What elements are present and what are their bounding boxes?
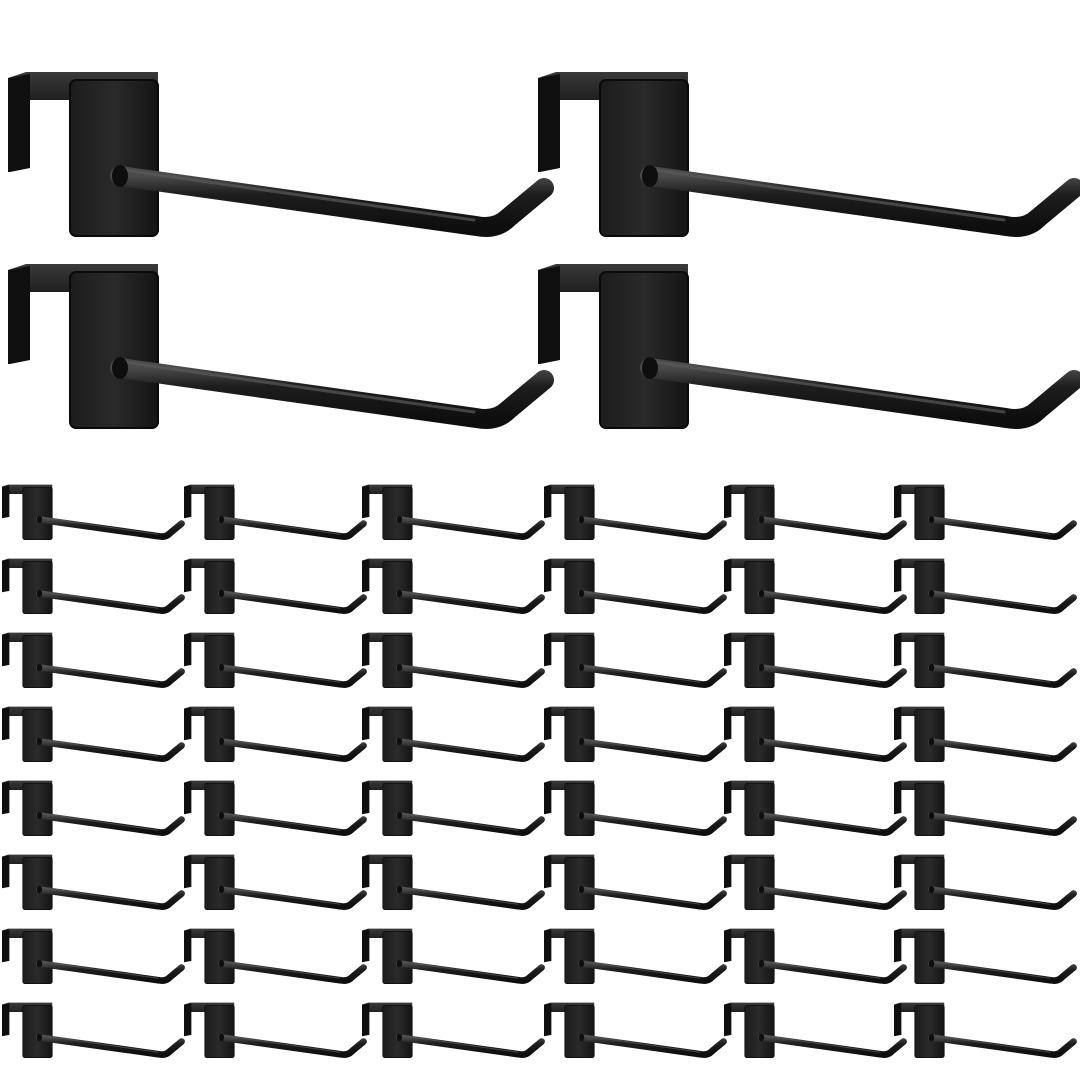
- small-hook: [184, 855, 364, 910]
- small-hook: [544, 855, 724, 910]
- small-hook: [894, 929, 1074, 984]
- small-hook: [724, 559, 904, 614]
- small-hook: [362, 929, 542, 984]
- small-hook: [362, 485, 542, 540]
- small-hook: [724, 929, 904, 984]
- small-hook: [2, 707, 182, 762]
- small-hook: [362, 855, 542, 910]
- small-hook: [724, 485, 904, 540]
- small-hook: [544, 559, 724, 614]
- large-hook: [538, 264, 1074, 428]
- small-hook: [894, 1003, 1074, 1058]
- large-hook: [8, 72, 544, 236]
- small-hook: [362, 707, 542, 762]
- small-hook: [184, 707, 364, 762]
- small-hook: [724, 707, 904, 762]
- small-hook: [184, 485, 364, 540]
- small-hook: [544, 1003, 724, 1058]
- small-hook: [184, 1003, 364, 1058]
- small-hook: [362, 1003, 542, 1058]
- small-hook: [362, 633, 542, 688]
- small-hook: [544, 633, 724, 688]
- small-hook: [894, 633, 1074, 688]
- small-hook: [2, 485, 182, 540]
- small-hook: [894, 559, 1074, 614]
- small-hook: [544, 707, 724, 762]
- small-hook: [2, 781, 182, 836]
- small-hook: [2, 633, 182, 688]
- small-hook: [184, 929, 364, 984]
- small-hook: [894, 781, 1074, 836]
- small-hook: [2, 1003, 182, 1058]
- small-hook: [2, 855, 182, 910]
- small-hooks-grid: [2, 485, 1074, 1058]
- small-hook: [2, 929, 182, 984]
- small-hook: [362, 781, 542, 836]
- small-hook: [894, 707, 1074, 762]
- small-hook: [544, 929, 724, 984]
- small-hook: [724, 781, 904, 836]
- small-hook: [724, 1003, 904, 1058]
- small-hook: [184, 559, 364, 614]
- small-hook: [894, 485, 1074, 540]
- large-hook: [8, 264, 544, 428]
- small-hook: [184, 633, 364, 688]
- small-hook: [544, 781, 724, 836]
- small-hook: [184, 781, 364, 836]
- small-hook: [362, 559, 542, 614]
- small-hook: [544, 485, 724, 540]
- small-hook: [724, 855, 904, 910]
- small-hook: [894, 855, 1074, 910]
- small-hook: [724, 633, 904, 688]
- large-hook: [538, 72, 1074, 236]
- large-hooks-group: [8, 72, 1074, 428]
- small-hook: [2, 559, 182, 614]
